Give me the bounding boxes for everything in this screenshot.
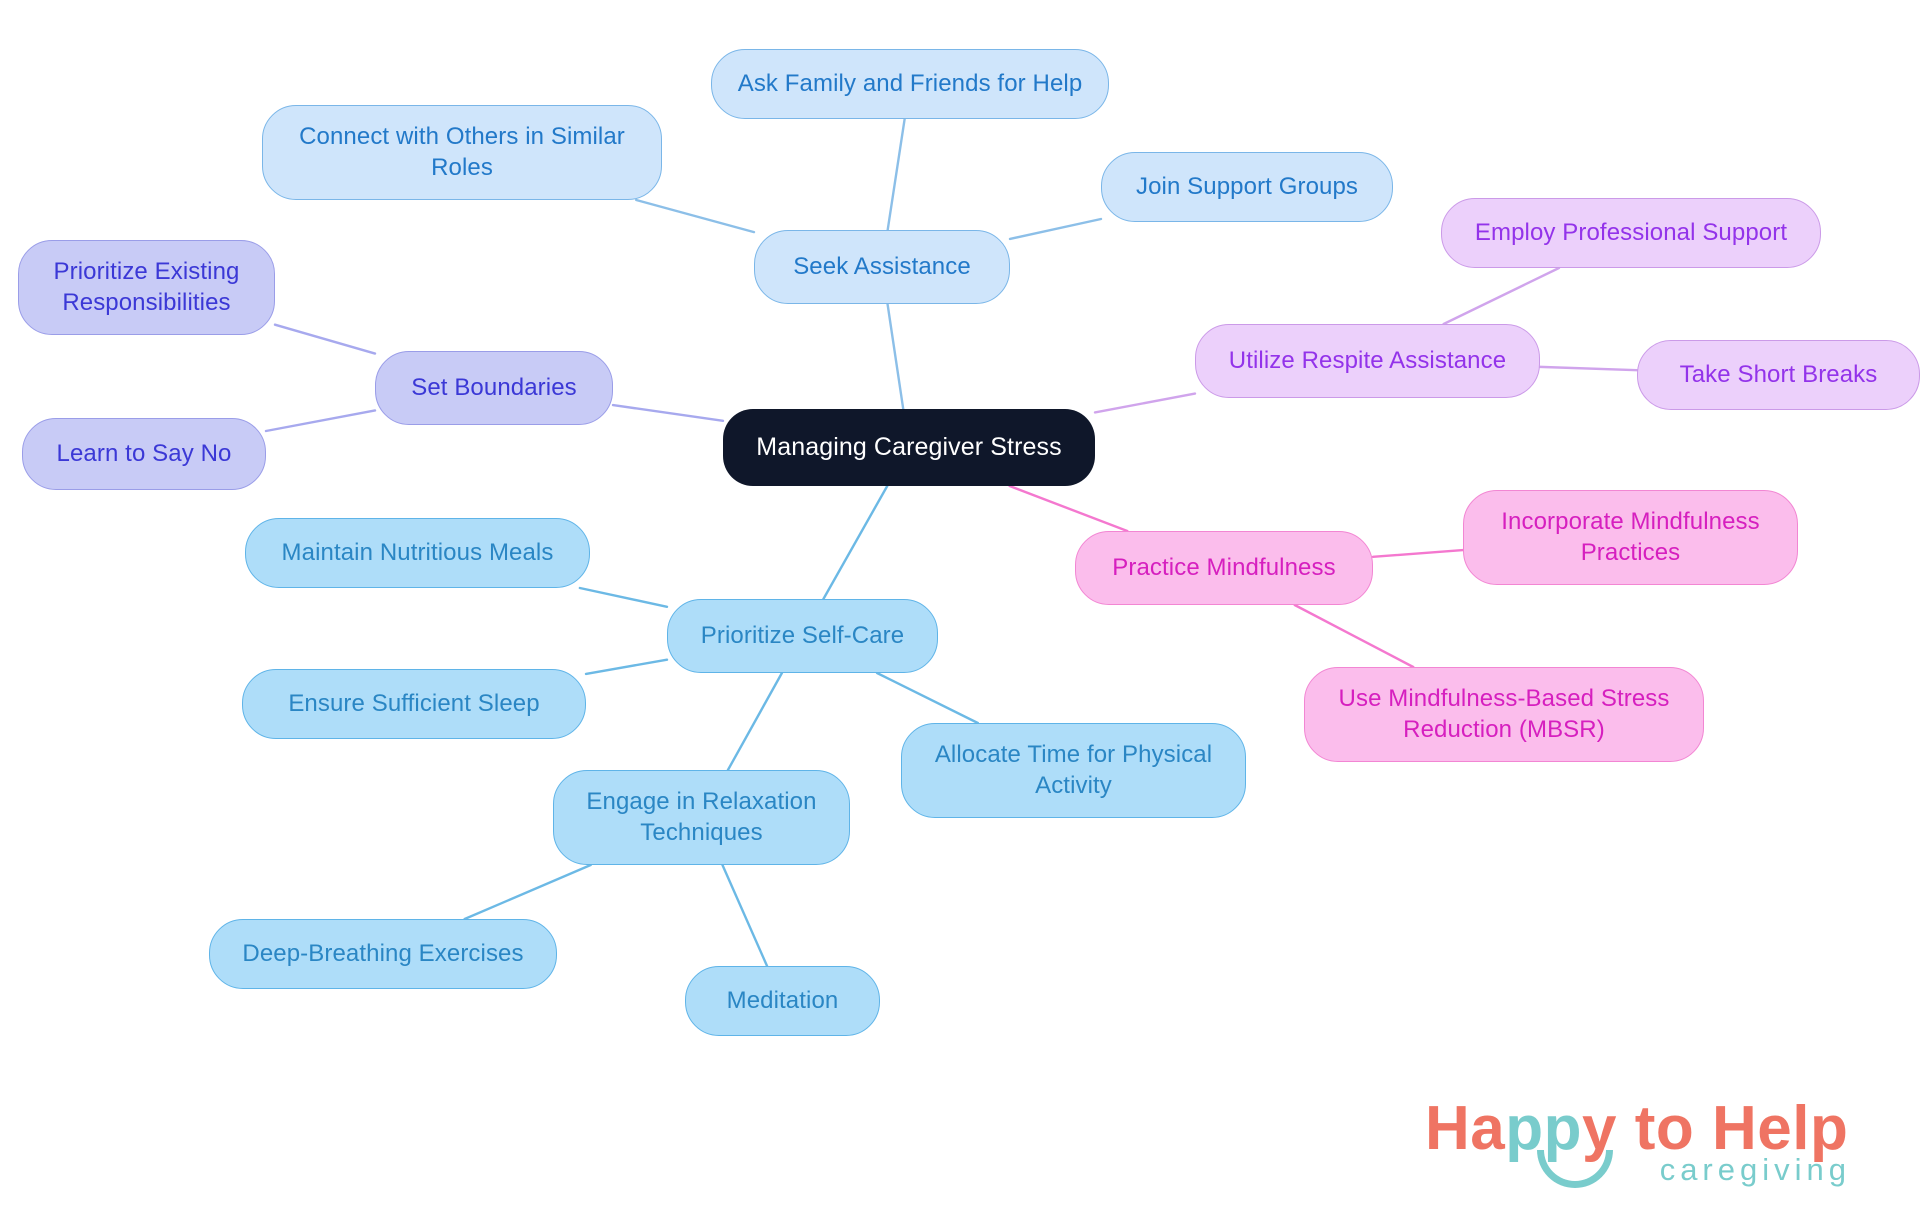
mindmap-node-engage-relaxation-techniques[interactable]: Engage in Relaxation Techniques: [553, 770, 850, 865]
mindmap-node-label: Learn to Say No: [56, 439, 232, 467]
mindmap-node-label: Engage in Relaxation Techniques: [586, 788, 817, 846]
mindmap-node-label: Practice Mindfulness: [1112, 553, 1336, 581]
mindmap-node-root[interactable]: Managing Caregiver Stress: [723, 409, 1095, 486]
mindmap-node-label: Maintain Nutritious Meals: [281, 538, 554, 566]
mindmap-node-meditation[interactable]: Meditation: [685, 966, 880, 1036]
logo-word-part-1: Ha: [1425, 1094, 1506, 1163]
mindmap-node-label: Ensure Sufficient Sleep: [288, 689, 540, 717]
mindmap-node-deep-breathing-exercises[interactable]: Deep-Breathing Exercises: [209, 919, 557, 989]
logo-smile-icon: [1537, 1150, 1613, 1188]
mindmap-edge-practice-mindfulness-to-mbsr: [1293, 603, 1415, 669]
mindmap-node-maintain-nutritious-meals[interactable]: Maintain Nutritious Meals: [245, 518, 590, 588]
mindmap-node-label: Use Mindfulness-Based Stress Reduction (…: [1338, 685, 1670, 743]
mindmap-edge-engage-relaxation-techniques-to-deep-breathing-exercises: [463, 863, 592, 921]
mindmap-node-label: Join Support Groups: [1135, 172, 1359, 200]
mindmap-node-label: Allocate Time for Physical Activity: [934, 741, 1213, 799]
mindmap-edge-prioritize-self-care-to-ensure-sufficient-sleep: [584, 658, 669, 676]
mindmap-node-label: Take Short Breaks: [1679, 360, 1878, 388]
mindmap-edge-root-to-set-boundaries: [611, 403, 725, 423]
mindmap-node-utilize-respite-assistance[interactable]: Utilize Respite Assistance: [1195, 324, 1540, 398]
mindmap-node-seek-assistance[interactable]: Seek Assistance: [754, 230, 1010, 304]
mindmap-edge-root-to-utilize-respite-assistance: [1093, 392, 1197, 414]
mindmap-node-incorporate-mindfulness-practices[interactable]: Incorporate Mindfulness Practices: [1463, 490, 1798, 585]
mindmap-node-employ-professional-support[interactable]: Employ Professional Support: [1441, 198, 1821, 268]
mindmap-node-prioritize-self-care[interactable]: Prioritize Self-Care: [667, 599, 938, 673]
mindmap-node-label: Meditation: [726, 986, 839, 1014]
mindmap-node-ask-family-friends[interactable]: Ask Family and Friends for Help: [711, 49, 1109, 119]
mindmap-node-label: Connect with Others in Similar Roles: [299, 123, 625, 181]
brand-logo: Happy to Help caregiving: [1425, 1098, 1855, 1194]
mindmap-edge-root-to-seek-assistance: [886, 302, 905, 411]
mindmap-node-practice-mindfulness[interactable]: Practice Mindfulness: [1075, 531, 1373, 605]
mindmap-edge-seek-assistance-to-ask-family-friends: [886, 117, 906, 232]
mindmap-node-label: Seek Assistance: [793, 252, 971, 280]
mindmap-node-prioritize-existing-responsibilities[interactable]: Prioritize Existing Responsibilities: [18, 240, 275, 335]
mindmap-edge-prioritize-self-care-to-engage-relaxation-techniques: [726, 671, 784, 772]
mindmap-edge-utilize-respite-assistance-to-take-short-breaks: [1538, 365, 1639, 372]
logo-tagline: caregiving: [1659, 1152, 1851, 1187]
mindmap-edge-set-boundaries-to-learn-to-say-no: [264, 409, 377, 433]
mindmap-node-set-boundaries[interactable]: Set Boundaries: [375, 351, 613, 425]
mindmap-node-mbsr[interactable]: Use Mindfulness-Based Stress Reduction (…: [1304, 667, 1704, 762]
mindmap-node-connect-similar-roles[interactable]: Connect with Others in Similar Roles: [262, 105, 662, 200]
mindmap-node-label: Employ Professional Support: [1474, 218, 1788, 246]
mindmap-node-label: Incorporate Mindfulness Practices: [1501, 508, 1760, 566]
mindmap-node-label: Ask Family and Friends for Help: [737, 69, 1083, 97]
mindmap-node-ensure-sufficient-sleep[interactable]: Ensure Sufficient Sleep: [242, 669, 586, 739]
mindmap-node-label: Managing Caregiver Stress: [756, 432, 1062, 461]
mindmap-node-join-support-groups[interactable]: Join Support Groups: [1101, 152, 1393, 222]
mindmap-node-label: Set Boundaries: [411, 373, 577, 401]
mindmap-edge-root-to-practice-mindfulness: [1008, 484, 1129, 533]
mindmap-node-allocate-time-physical-activity[interactable]: Allocate Time for Physical Activity: [901, 723, 1246, 818]
mindmap-edge-practice-mindfulness-to-incorporate-mindfulness-practices: [1371, 548, 1465, 559]
mindmap-edge-engage-relaxation-techniques-to-meditation: [721, 863, 769, 968]
logo-word-part-3: y to Help: [1582, 1094, 1849, 1163]
mindmap-node-label: Deep-Breathing Exercises: [242, 939, 524, 967]
mindmap-node-label: Prioritize Self-Care: [700, 621, 905, 649]
mindmap-edge-prioritize-self-care-to-maintain-nutritious-meals: [578, 586, 669, 608]
mindmap-edge-root-to-prioritize-self-care: [822, 484, 889, 601]
mindmap-edge-utilize-respite-assistance-to-employ-professional-support: [1442, 266, 1561, 326]
logo-wordmark: Happy to Help: [1425, 1098, 1848, 1160]
mindmap-node-label: Utilize Respite Assistance: [1228, 346, 1507, 374]
mindmap-node-label: Prioritize Existing Responsibilities: [53, 258, 240, 316]
mindmap-edge-seek-assistance-to-join-support-groups: [1008, 217, 1103, 241]
mindmap-edge-prioritize-self-care-to-allocate-time-physical-activity: [875, 671, 979, 725]
mindmap-node-take-short-breaks[interactable]: Take Short Breaks: [1637, 340, 1920, 410]
mindmap-edge-set-boundaries-to-prioritize-existing-responsibilities: [273, 323, 377, 355]
mindmap-node-learn-to-say-no[interactable]: Learn to Say No: [22, 418, 266, 490]
mindmap-edge-seek-assistance-to-connect-similar-roles: [635, 198, 756, 234]
